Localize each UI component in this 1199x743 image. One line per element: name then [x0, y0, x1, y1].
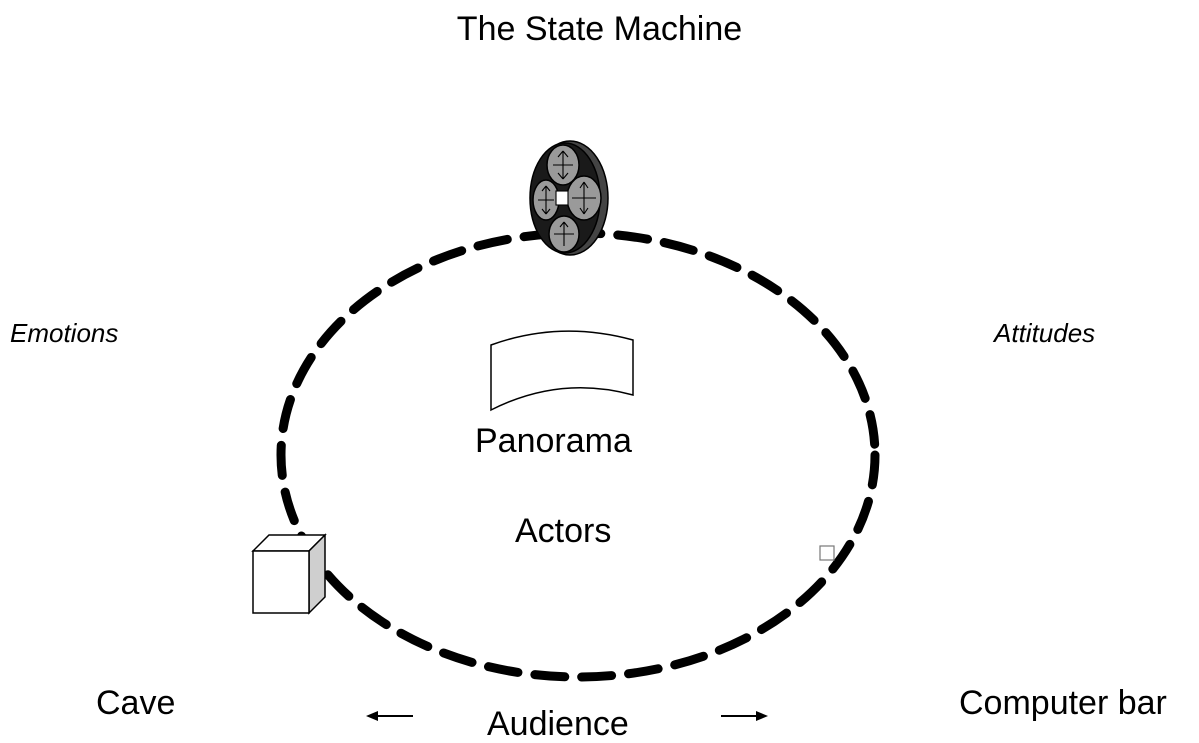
panorama-label: Panorama: [475, 422, 632, 460]
audience-label: Audience: [487, 705, 629, 743]
right-arrow-icon: [721, 711, 768, 721]
attitudes-label: Attitudes: [994, 318, 1096, 348]
actors-label: Actors: [515, 512, 612, 550]
emotions-label: Emotions: [10, 318, 119, 348]
diagram-title: The State Machine: [456, 10, 743, 48]
panorama-screen-icon: [490, 330, 634, 412]
cube-icon: [251, 533, 327, 615]
computer-bar-label: Computer bar: [959, 684, 1167, 722]
left-arrow-icon: [366, 711, 413, 721]
small-square-icon: [819, 545, 835, 561]
film-reel-disk-icon: [529, 140, 609, 256]
cave-label: Cave: [96, 684, 176, 722]
